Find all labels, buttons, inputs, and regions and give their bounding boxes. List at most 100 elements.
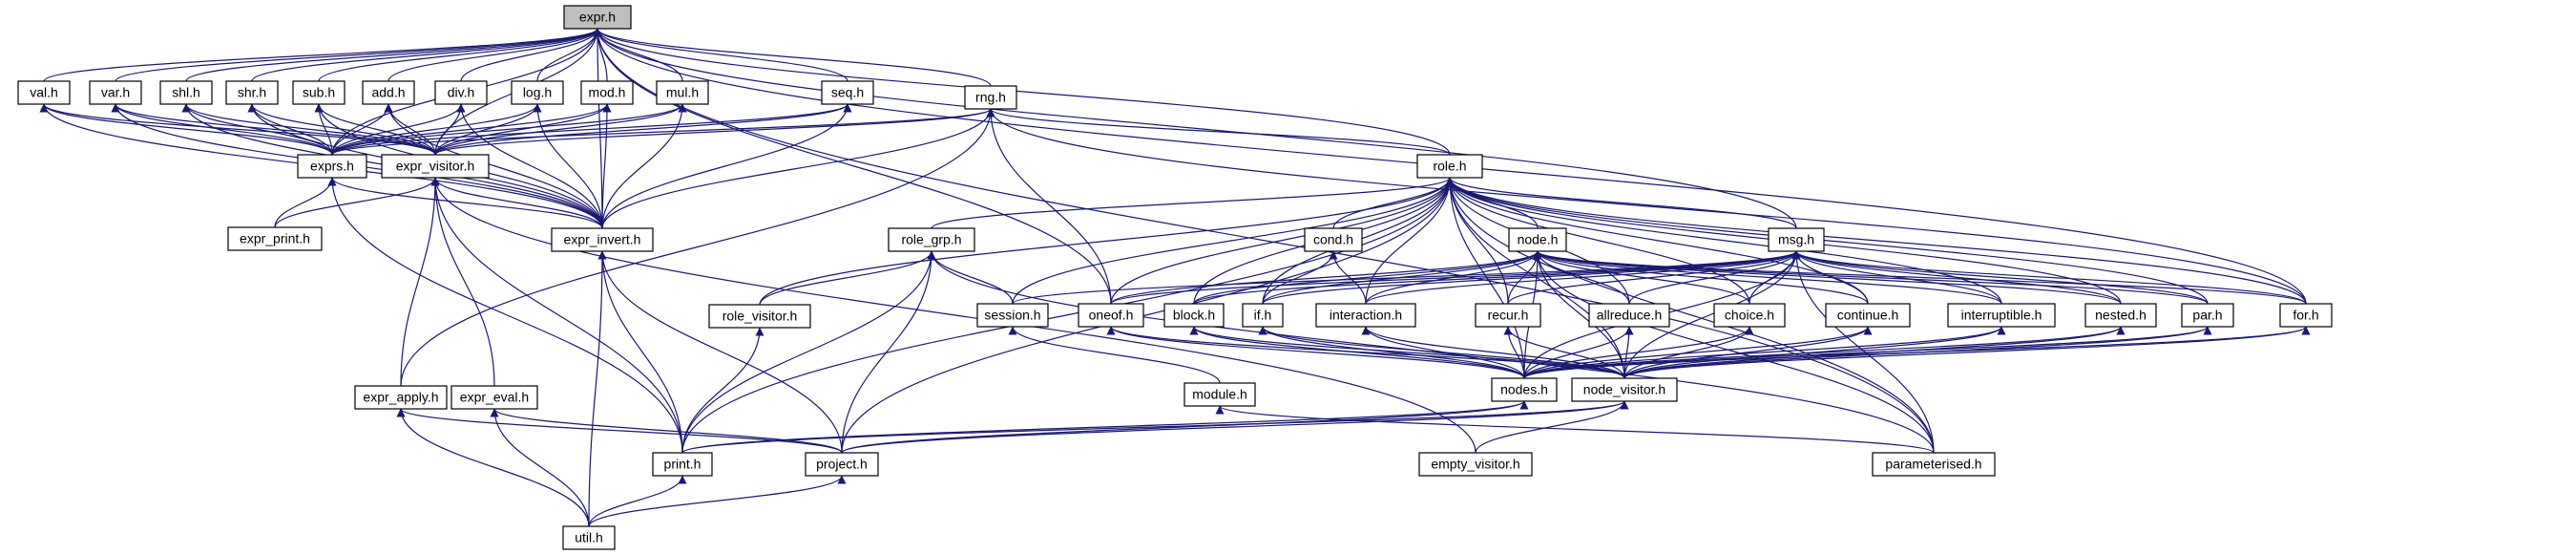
node-interruptible[interactable]: interruptible.h [1947, 303, 2056, 328]
node-label-module: module.h [1192, 387, 1247, 402]
edge-expr-visitor-to-shr [247, 103, 436, 156]
node-nested[interactable]: nested.h [2084, 303, 2157, 328]
node-interaction[interactable]: interaction.h [1315, 303, 1416, 328]
node-add[interactable]: add.h [362, 80, 415, 105]
node-mul[interactable]: mul.h [656, 80, 709, 105]
node-continue[interactable]: continue.h [1825, 303, 1911, 328]
edge-interaction-to-cond [1329, 250, 1367, 305]
edge-node-visitor-to-interaction [1361, 326, 1625, 379]
node-choice[interactable]: choice.h [1713, 303, 1786, 328]
node-sub[interactable]: sub.h [292, 80, 346, 105]
node-box-print [652, 452, 713, 477]
node-expr-eval[interactable]: expr_eval.h [450, 385, 538, 410]
node-role-grp[interactable]: role_grp.h [888, 227, 975, 252]
node-label-choice: choice.h [1725, 308, 1774, 323]
node-role-visitor[interactable]: role_visitor.h [708, 304, 811, 329]
node-label-if: if.h [1254, 308, 1272, 323]
node-label-expr-apply: expr_apply.h [363, 390, 438, 405]
node-box-log [511, 80, 564, 105]
edge-expr-invert-to-mul [601, 103, 687, 229]
node-label-var: var.h [101, 85, 130, 100]
node-label-role-grp: role_grp.h [901, 232, 961, 247]
node-for[interactable]: for.h [2279, 303, 2333, 328]
node-box-parameterised [1872, 452, 1996, 477]
node-exprs[interactable]: exprs.h [297, 154, 367, 179]
node-label-interruptible: interruptible.h [1961, 308, 2042, 323]
edge-empty-visitor-to-expr-visitor [430, 177, 1476, 454]
node-node[interactable]: node.h [1508, 227, 1567, 252]
edge-print-to-exprs [327, 177, 683, 454]
edge-seq-to-expr [593, 28, 848, 82]
edge-val-to-expr [43, 28, 602, 82]
edge-util-to-expr-eval [490, 408, 590, 527]
node-var[interactable]: var.h [89, 80, 142, 105]
node-box-empty-visitor [1418, 452, 1533, 477]
node-parameterised[interactable]: parameterised.h [1872, 452, 1996, 477]
node-shr[interactable]: shr.h [225, 80, 279, 105]
node-if[interactable]: if.h [1242, 303, 1284, 328]
edge-node-visitor-to-oneof [1106, 326, 1625, 379]
node-log[interactable]: log.h [511, 80, 564, 105]
node-mod[interactable]: mod.h [580, 80, 634, 105]
node-label-node: node.h [1518, 232, 1559, 247]
edge-node-visitor-to-recur [1503, 326, 1625, 379]
node-label-recur: recur.h [1488, 308, 1529, 323]
node-msg[interactable]: msg.h [1768, 227, 1825, 252]
node-cond[interactable]: cond.h [1304, 227, 1363, 252]
node-label-interaction: interaction.h [1330, 308, 1402, 323]
edge-oneof-to-msg [1110, 250, 1801, 305]
node-util[interactable]: util.h [562, 525, 616, 550]
node-box-module [1183, 382, 1256, 407]
node-block[interactable]: block.h [1163, 303, 1225, 328]
node-val[interactable]: val.h [17, 80, 71, 105]
edge-print-to-expr-invert [597, 250, 683, 454]
edge-node-visitor-to-role [1445, 177, 1625, 379]
node-par[interactable]: par.h [2181, 303, 2234, 328]
node-box-project [805, 452, 879, 477]
node-box-add [362, 80, 415, 105]
node-nodes[interactable]: nodes.h [1491, 377, 1558, 402]
node-box-oneof [1078, 303, 1144, 328]
edge-nodes-to-if [1258, 326, 1525, 379]
node-box-div [434, 80, 488, 105]
node-empty-visitor[interactable]: empty_visitor.h [1418, 452, 1533, 477]
edge-continue-to-node [1533, 250, 1869, 305]
node-div[interactable]: div.h [434, 80, 488, 105]
edge-project-to-role-grp [841, 250, 936, 454]
node-session[interactable]: session.h [976, 303, 1049, 328]
node-expr-print[interactable]: expr_print.h [227, 226, 323, 251]
node-recur[interactable]: recur.h [1475, 303, 1541, 328]
node-expr-visitor[interactable]: expr_visitor.h [381, 154, 490, 179]
edge-msg-to-role [1445, 177, 1797, 229]
node-project[interactable]: project.h [805, 452, 879, 477]
edge-print-to-role-grp [681, 250, 936, 454]
node-rng[interactable]: rng.h [964, 85, 1017, 110]
node-oneof[interactable]: oneof.h [1078, 303, 1144, 328]
node-allreduce[interactable]: allreduce.h [1588, 303, 1670, 328]
node-label-empty-visitor: empty_visitor.h [1431, 457, 1519, 472]
node-expr-apply[interactable]: expr_apply.h [354, 385, 448, 410]
node-box-for [2279, 303, 2333, 328]
edge-choice-to-node [1533, 250, 1750, 305]
edge-nested-to-node [1533, 250, 2122, 305]
node-expr[interactable]: expr.h [563, 5, 632, 30]
edge-expr-print-to-expr-visitor [274, 177, 440, 228]
edge-oneof-to-rng [986, 108, 1112, 305]
node-shl[interactable]: shl.h [159, 80, 213, 105]
node-label-nodes: nodes.h [1500, 382, 1548, 397]
node-expr-invert[interactable]: expr_invert.h [551, 227, 654, 252]
edge-allreduce-to-msg [1628, 250, 1801, 305]
edge-expr-visitor-to-seq [434, 103, 852, 156]
edge-expr-invert-to-expr-visitor [430, 177, 603, 229]
node-module[interactable]: module.h [1183, 382, 1256, 407]
node-label-session: session.h [984, 308, 1040, 323]
node-box-expr-visitor [381, 154, 490, 179]
edge-expr-visitor-to-shl [181, 103, 436, 156]
node-label-nested: nested.h [2095, 308, 2147, 323]
node-node-visitor[interactable]: node_visitor.h [1571, 377, 1678, 402]
node-box-seq [821, 80, 874, 105]
node-box-mul [656, 80, 709, 105]
node-print[interactable]: print.h [652, 452, 713, 477]
node-seq[interactable]: seq.h [821, 80, 874, 105]
node-role[interactable]: role.h [1416, 154, 1483, 179]
